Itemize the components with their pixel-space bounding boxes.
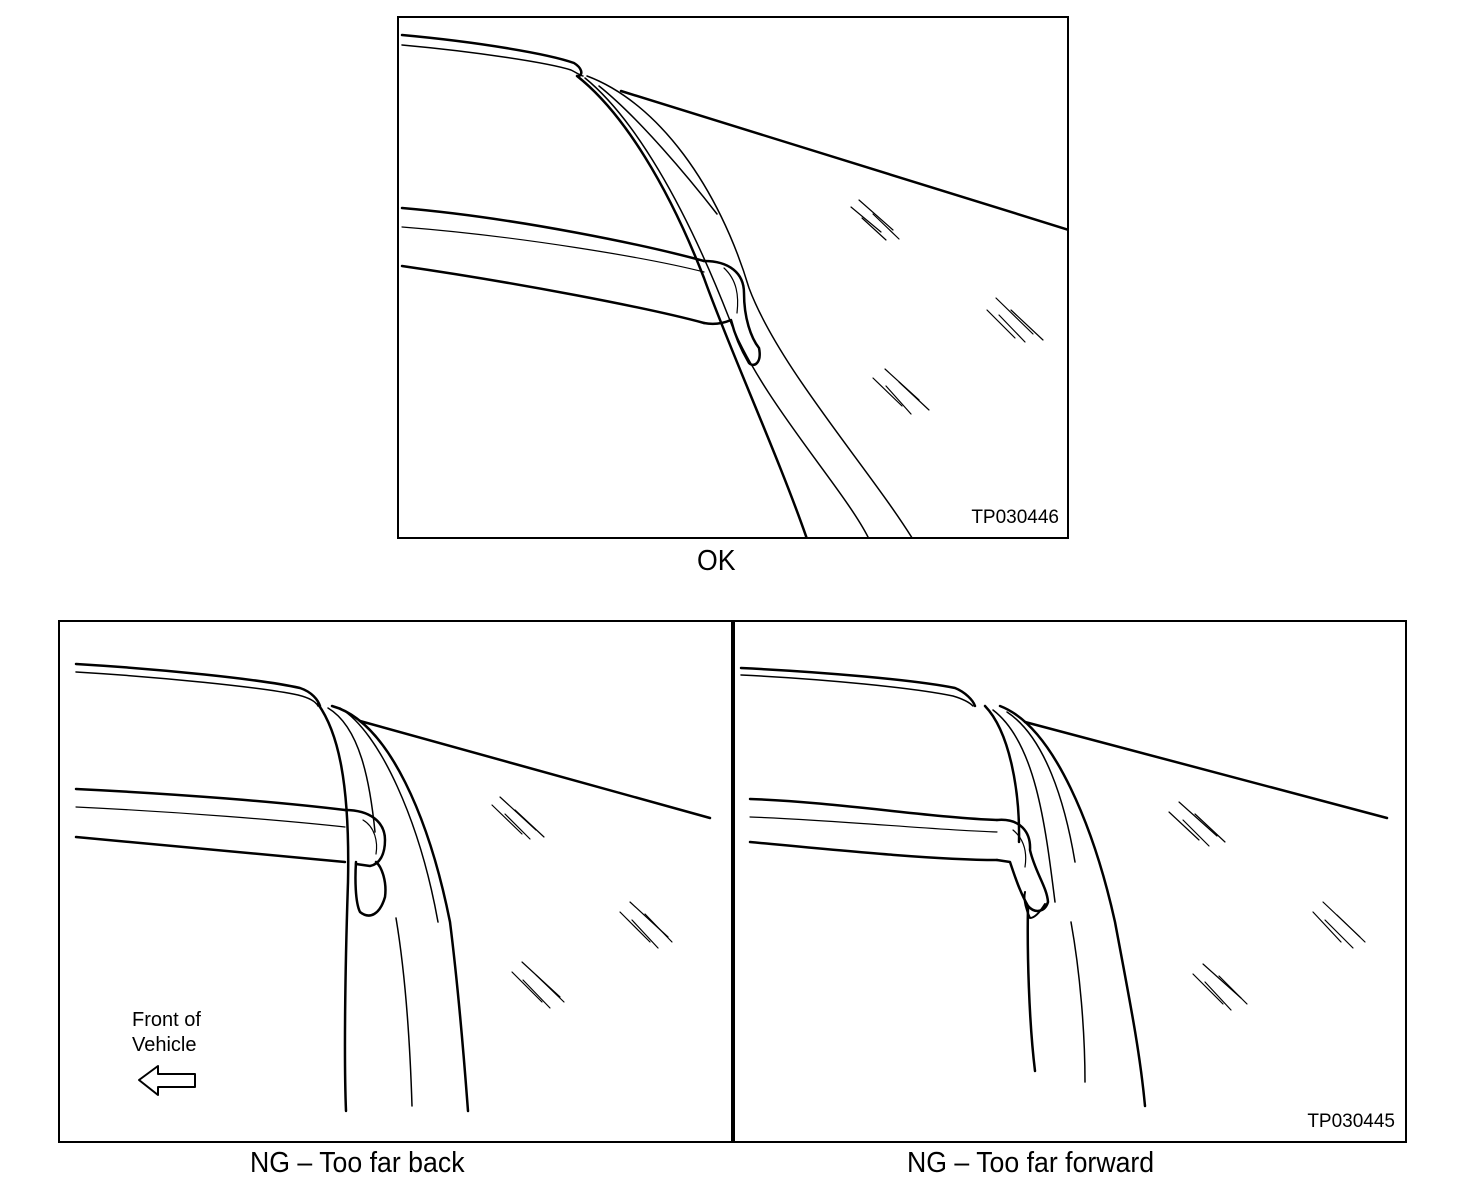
ng-too-far-back-illustration — [74, 662, 712, 1113]
front-of-vehicle-label: Front of Vehicle — [132, 1008, 201, 1058]
ng-too-far-forward-caption: NG – Too far forward — [907, 1147, 1155, 1179]
ng-illustration-panel: Front of Vehicle — [58, 620, 1407, 1143]
front-of-vehicle-line1: Front of — [132, 1009, 201, 1031]
front-of-vehicle-line2: Vehicle — [132, 1034, 197, 1056]
panel-divider — [731, 622, 735, 1141]
ok-caption: OK — [697, 545, 736, 577]
ok-illustration-panel: TP030446 — [397, 16, 1069, 539]
ok-illustration — [400, 33, 1067, 537]
ng-too-far-forward-illustration — [739, 666, 1389, 1108]
left-arrow-icon — [138, 1065, 196, 1096]
figure-code: TP030445 — [1307, 1111, 1395, 1132]
figure-code: TP030446 — [971, 507, 1059, 528]
ng-too-far-back-caption: NG – Too far back — [250, 1147, 465, 1179]
